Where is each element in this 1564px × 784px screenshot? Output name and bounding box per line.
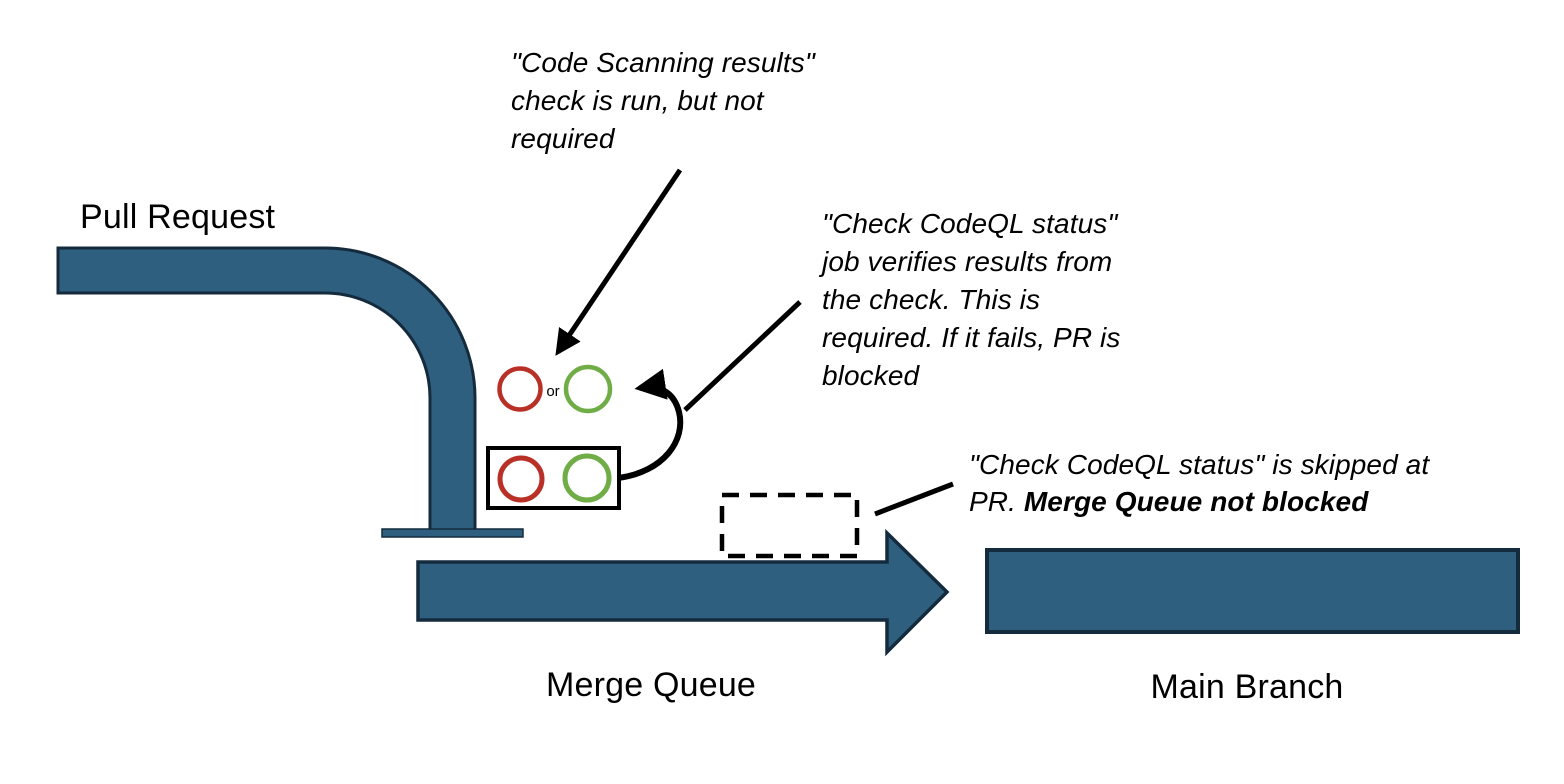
check-codeql-pointer-line	[683, 300, 802, 412]
or-label: or	[546, 383, 559, 400]
merge-queue-label: Merge Queue	[545, 666, 757, 704]
annotation-line: check is run, but not	[511, 85, 764, 116]
annotation-skipped-at-pr: "Check CodeQL status" is skipped at PR. …	[969, 446, 1429, 520]
annotation-line: blocked	[822, 360, 920, 391]
boxed-fail-circle-icon	[497, 455, 545, 503]
fail-circle-icon	[497, 366, 543, 412]
annotation-code-scanning: "Code Scanning results" check is run, bu…	[511, 44, 815, 158]
skipped-check-dashed-box	[719, 492, 860, 559]
annotation-line-prefix: PR.	[969, 486, 1024, 517]
annotation-line: PR. Merge Queue not blocked	[969, 483, 1429, 520]
main-branch-bar	[985, 548, 1520, 634]
annotation-line: "Check CodeQL status"	[822, 208, 1118, 239]
code-scanning-arrow	[555, 168, 683, 356]
annotation-line: the check. This is	[822, 284, 1041, 315]
annotation-line: required	[511, 123, 615, 154]
pipe-end-bar	[381, 528, 524, 538]
merge-queue-arrow	[416, 528, 950, 657]
pass-circle-icon	[563, 364, 613, 414]
annotation-line: job verifies results from	[822, 246, 1113, 277]
annotation-line: "Check CodeQL status" is skipped at	[969, 449, 1430, 480]
verify-curved-arrow	[617, 368, 684, 481]
annotation-line: required. If it fails, PR is	[822, 322, 1121, 353]
annotation-bold-text: Merge Queue not blocked	[1023, 486, 1369, 517]
skipped-pointer-line	[874, 481, 954, 517]
annotation-check-codeql-job: "Check CodeQL status" job verifies resul…	[822, 205, 1120, 395]
boxed-pass-circle-icon	[562, 453, 612, 503]
pull-request-pipe	[56, 246, 477, 533]
annotation-line: "Code Scanning results"	[511, 47, 815, 78]
pull-request-label: Pull Request	[80, 198, 276, 236]
main-branch-label: Main Branch	[1150, 668, 1344, 706]
